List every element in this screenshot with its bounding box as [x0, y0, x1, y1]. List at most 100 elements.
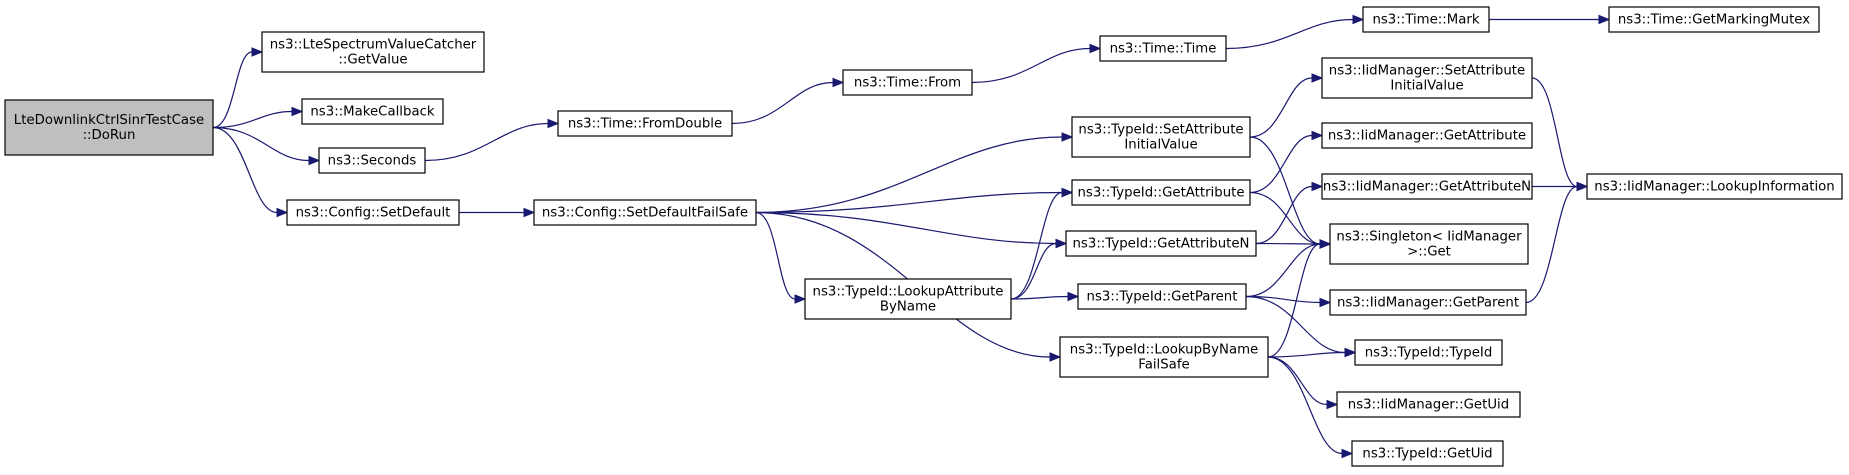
node-label: ns3::TypeId::LookupAttribute: [813, 285, 1004, 300]
arrowhead-icon: [1341, 448, 1354, 459]
edge-cfgsetdeffs-to-tidsetattr: [755, 132, 1074, 214]
node-label: ns3::Singleton< IidManager: [1336, 230, 1522, 245]
node-iidgetattr[interactable]: ns3::IidManager::GetAttribute: [1321, 122, 1533, 149]
arrowhead-icon: [1326, 399, 1339, 410]
edge-root-to-seconds: [212, 126, 321, 166]
node-box: [4, 99, 214, 156]
node-getmarkmutex[interactable]: ns3::Time::GetMarkingMutex: [1608, 6, 1820, 33]
node-seconds[interactable]: ns3::Seconds: [318, 147, 426, 174]
edge-line: [1249, 191, 1321, 245]
edge-line: [731, 81, 834, 125]
node-iidsetattr[interactable]: ns3::IidManager::SetAttributeInitialValu…: [1321, 57, 1533, 99]
edge-fromdouble-to-timefrom: [731, 77, 845, 125]
arrowhead-icon: [1049, 352, 1062, 362]
edge-tidlookupname-to-tidgetuid: [1267, 356, 1354, 459]
arrowhead-icon: [1344, 347, 1357, 358]
edge-root-to-makecb: [212, 106, 304, 129]
arrowhead-icon: [1061, 187, 1074, 198]
edge-line: [1010, 295, 1069, 300]
node-label: ns3::TypeId::GetUid: [1362, 447, 1492, 462]
node-tidgetparent[interactable]: ns3::TypeId::GetParent: [1077, 283, 1247, 310]
node-iidgetuid[interactable]: ns3::IidManager::GetUid: [1336, 391, 1521, 418]
node-label: ByName: [880, 300, 936, 315]
edge-line: [1531, 77, 1578, 188]
node-fromdouble[interactable]: ns3::Time::FromDouble: [557, 110, 733, 137]
edge-line: [212, 126, 278, 214]
node-box: [301, 98, 444, 125]
arrowhead-icon: [251, 47, 264, 57]
arrowhead-icon: [1061, 132, 1074, 142]
node-label: ns3::IidManager::GetAttributeN: [1323, 180, 1531, 195]
arrowhead-icon: [1311, 73, 1324, 83]
node-box: [1071, 179, 1251, 206]
node-singleton[interactable]: ns3::Singleton< IidManager>::Get: [1329, 223, 1529, 265]
node-label: ns3::Time::FromDouble: [568, 117, 722, 132]
node-label: ns3::Time::Time: [1110, 42, 1217, 57]
arrowhead-icon: [1311, 130, 1324, 141]
node-tidgetattr[interactable]: ns3::TypeId::GetAttribute: [1071, 179, 1251, 206]
node-label: ns3::Time::Mark: [1372, 13, 1479, 28]
node-timetime[interactable]: ns3::Time::Time: [1099, 35, 1227, 62]
edge-line: [1245, 243, 1321, 298]
node-box: [1321, 57, 1533, 99]
node-tidgetattrn[interactable]: ns3::TypeId::GetAttributeN: [1065, 230, 1257, 257]
edge-tidlookupname-to-tidtypeid: [1267, 347, 1357, 358]
edge-cfgsetdeffs-to-tidlookupattr: [755, 211, 807, 304]
node-ltespec[interactable]: ns3::LteSpectrumValueCatcher::GetValue: [261, 31, 485, 73]
edges-layer: [212, 14, 1611, 459]
edge-timefrom-to-timetime: [971, 43, 1102, 84]
node-timemark[interactable]: ns3::Time::Mark: [1362, 6, 1490, 33]
node-iidlookupinfo[interactable]: ns3::IidManager::LookupInformation: [1586, 173, 1843, 200]
node-cfgsetdef[interactable]: ns3::Config::SetDefault: [286, 199, 460, 226]
edge-line: [1249, 134, 1313, 194]
node-label: ns3::IidManager::GetParent: [1337, 296, 1519, 311]
edge-cfgsetdef-to-cfgsetdeffs: [458, 207, 536, 218]
edge-seconds-to-fromdouble: [424, 118, 560, 162]
edge-line: [1267, 356, 1343, 455]
edge-root-to-ltespec: [212, 47, 264, 129]
node-timefrom[interactable]: ns3::Time::From: [842, 69, 973, 96]
arrowhead-icon: [1089, 43, 1102, 54]
edge-tidgetparent-to-singleton: [1245, 239, 1332, 298]
node-box: [261, 31, 485, 73]
node-label: InitialValue: [1390, 79, 1463, 94]
node-cfgsetdeffs[interactable]: ns3::Config::SetDefaultFailSafe: [533, 199, 757, 226]
edge-line: [1267, 351, 1346, 358]
node-root[interactable]: LteDownlinkCtrlSinrTestCase::DoRun: [4, 99, 214, 156]
arrowhead-icon: [1576, 181, 1589, 192]
node-iidgetattrn[interactable]: ns3::IidManager::GetAttributeN: [1321, 173, 1533, 200]
edge-line: [1225, 18, 1354, 50]
node-tidtypeid[interactable]: ns3::TypeId::TypeId: [1354, 339, 1503, 366]
node-box: [842, 69, 973, 96]
arrowhead-icon: [276, 207, 289, 218]
edge-line: [424, 122, 549, 162]
node-label: ns3::Config::SetDefaultFailSafe: [542, 206, 748, 221]
node-box: [804, 278, 1012, 320]
arrowhead-icon: [547, 118, 560, 129]
node-label: ns3::Time::GetMarkingMutex: [1618, 13, 1810, 28]
edge-line: [212, 110, 293, 129]
node-makecb[interactable]: ns3::MakeCallback: [301, 98, 444, 125]
edge-tidlookupname-to-singleton: [1267, 239, 1332, 358]
node-box: [318, 147, 426, 174]
node-box: [1321, 122, 1533, 149]
edge-line: [212, 126, 310, 162]
edge-timemark-to-getmarkmutex: [1489, 14, 1611, 25]
edge-root-to-cfgsetdef: [212, 126, 289, 218]
nodes-layer: LteDownlinkCtrlSinrTestCase::DoRun ns3::L…: [4, 6, 1843, 467]
node-label: ns3::MakeCallback: [310, 105, 435, 120]
node-box: [1351, 440, 1504, 467]
node-label: FailSafe: [1138, 358, 1189, 373]
node-label: ns3::TypeId::GetAttributeN: [1073, 237, 1250, 252]
arrowhead-icon: [1067, 291, 1080, 302]
node-box: [1608, 6, 1820, 33]
node-tidgetuid[interactable]: ns3::TypeId::GetUid: [1351, 440, 1504, 467]
edge-tidgetattrn-to-iidgetattrn: [1255, 181, 1324, 245]
node-box: [1077, 283, 1247, 310]
edge-line: [1010, 191, 1063, 300]
node-iidgetparent[interactable]: ns3::IidManager::GetParent: [1329, 289, 1527, 316]
